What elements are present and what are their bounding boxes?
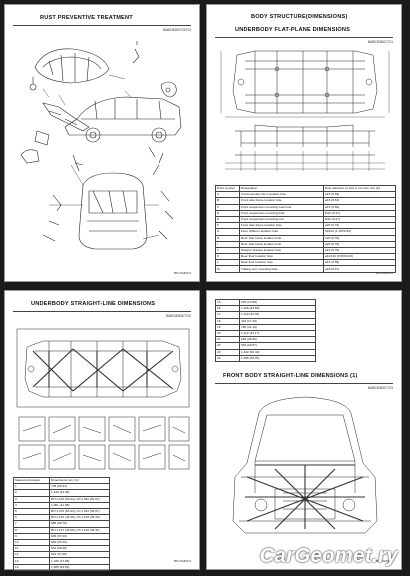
table-cell: 14 xyxy=(13,563,50,571)
page-flat-plane-dimensions: BODY STRUCTURE(DIMENSIONS) UNDERBODY FLA… xyxy=(206,4,402,282)
page-footer-code: BBC03E80003 xyxy=(173,560,191,563)
reference-code: BAB03E800CT02 xyxy=(165,314,191,318)
table-cell: 1,355 (53.35) xyxy=(239,354,316,362)
page-title: UNDERBODY FLAT-PLANE DIMENSIONS xyxy=(235,27,351,33)
flat-plane-drawing xyxy=(220,50,390,171)
page-title: UNDERBODY STRAIGHT-LINE DIMENSIONS xyxy=(31,301,156,307)
title-rule xyxy=(13,25,191,26)
table-cell: M xyxy=(215,265,240,273)
reference-code: BAB03E800720722 xyxy=(162,28,191,32)
page-footer-code: BBC03E80002 xyxy=(375,272,393,275)
section-header: BODY STRUCTURE(DIMENSIONS) xyxy=(251,14,348,20)
table-cell: Trailing arm mounting hole xyxy=(239,265,324,273)
straight-line-drawing xyxy=(16,328,190,470)
rust-treatment-illustration xyxy=(20,41,182,250)
page-rust-preventive: RUST PREVENTIVE TREATMENT BAB03E80072072… xyxy=(4,4,200,282)
front-body-drawing xyxy=(232,396,378,534)
page-footer-code: BBC03E80001 xyxy=(173,272,191,275)
page-footer-code: BBC03E80004 xyxy=(375,560,393,563)
reference-code: BAB03E800CT01 xyxy=(367,40,393,44)
hole-designation-table: Point symbol Designation Hole diameter o… xyxy=(215,184,396,273)
title-rule xyxy=(13,311,191,312)
reference-code: BAB03E800CT03 xyxy=(367,386,393,390)
table-cell: 24 xyxy=(215,354,240,362)
brand-watermark: CarGeomet.ry xyxy=(259,545,398,567)
title-rule xyxy=(215,383,393,384)
table-cell: 1,385 (54.53) xyxy=(49,563,110,571)
table-cell: ø18 (0.47) xyxy=(323,265,396,273)
title-rule xyxy=(215,37,393,38)
page-underbody-straight-line: UNDERBODY STRAIGHT-LINE DIMENSIONS BAB03… xyxy=(4,290,200,571)
page-title: FRONT BODY STRAIGHT-LINE DIMENSIONS (1) xyxy=(223,373,358,379)
page-title: RUST PREVENTIVE TREATMENT xyxy=(40,15,133,21)
